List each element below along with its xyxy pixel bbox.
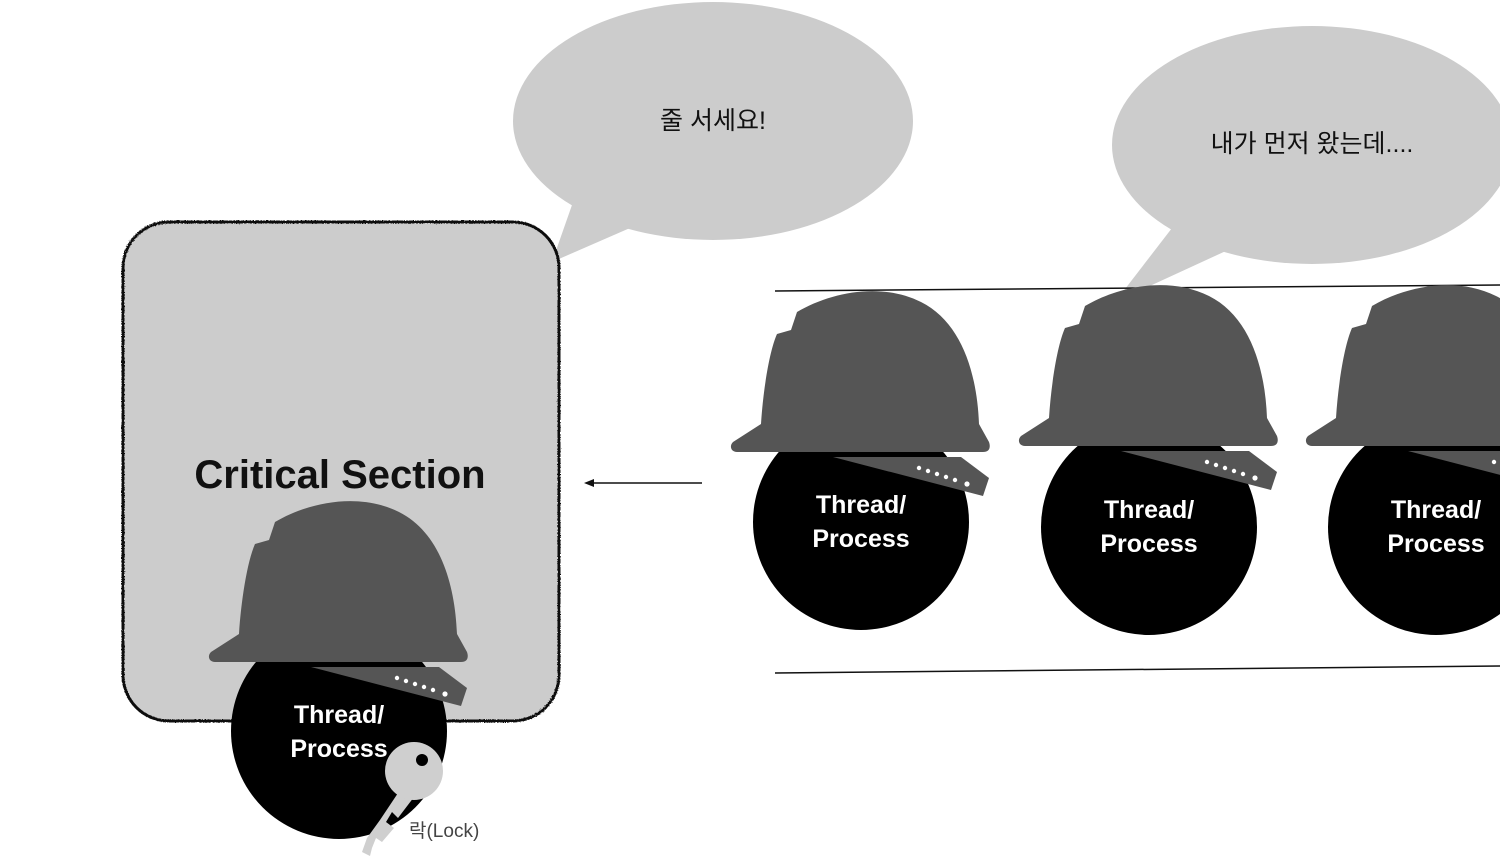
worker-waiting-3: Thread/ Process bbox=[1305, 285, 1500, 635]
speech-bubble-left: 줄 서세요! bbox=[513, 2, 913, 262]
worker-waiting-2: Thread/ Process bbox=[1018, 285, 1278, 635]
critical-section-label: Critical Section bbox=[194, 453, 485, 497]
key-icon bbox=[362, 742, 443, 856]
worker-label-line2: Process bbox=[812, 525, 909, 553]
hard-hat-icon bbox=[730, 291, 990, 452]
hard-hat-icon bbox=[1018, 285, 1278, 446]
queue-arrow bbox=[584, 479, 702, 487]
worker-label-line2: Process bbox=[1100, 530, 1197, 558]
hard-hat-icon bbox=[1305, 285, 1500, 446]
worker-label-line1: Thread/ bbox=[294, 701, 384, 729]
worker-waiting-1: Thread/ Process bbox=[730, 291, 990, 630]
worker-head bbox=[1328, 419, 1500, 635]
lock-label: 락(Lock) bbox=[409, 820, 479, 842]
worker-label-line1: Thread/ bbox=[1391, 496, 1481, 524]
speech-bubble-left-text: 줄 서세요! bbox=[660, 107, 766, 135]
queue-bottom-line bbox=[774, 665, 1500, 674]
speech-bubble-right: 내가 먼저 왔는데.... bbox=[1112, 26, 1500, 302]
worker-head bbox=[1041, 419, 1257, 635]
worker-label-line2: Process bbox=[290, 735, 387, 763]
speech-bubble-right-text: 내가 먼저 왔는데.... bbox=[1211, 130, 1414, 158]
worker-label-line1: Thread/ bbox=[816, 491, 906, 519]
worker-label-line2: Process bbox=[1387, 530, 1484, 558]
worker-label-line1: Thread/ bbox=[1104, 496, 1194, 524]
